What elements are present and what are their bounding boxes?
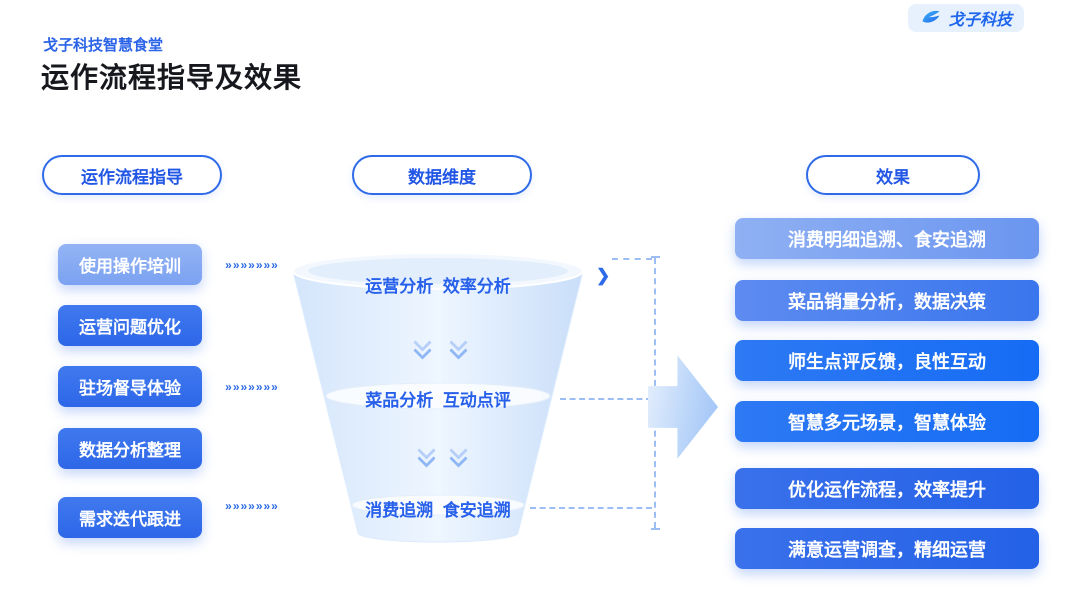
- guidance-item: 驻场督导体验: [58, 366, 202, 407]
- effect-item: 菜品销量分析，数据决策: [735, 280, 1039, 321]
- guidance-item: 数据分析整理: [58, 428, 202, 469]
- data-dimensions-funnel: 运营分析 效率分析 菜品分析 互动点评 消费追溯 食安追溯: [288, 246, 588, 558]
- effects-header-pill: 效果: [806, 155, 980, 195]
- chevrons-down-icon: [417, 441, 436, 468]
- funnel-graphic: [292, 252, 584, 543]
- chevrons-down-icon: [449, 441, 468, 468]
- flow-chevrons-icon: »»»»»»»: [225, 258, 279, 272]
- guidance-item: 使用操作培训: [58, 244, 202, 285]
- page-subtitle: 戈子科技智慧食堂: [43, 37, 164, 54]
- big-right-arrow-icon: [648, 355, 718, 459]
- effects-column: 消费明细追溯、食安追溯 菜品销量分析，数据决策 师生点评反馈，良性互动 智慧多元…: [735, 0, 1039, 606]
- effect-item: 消费明细追溯、食安追溯: [735, 218, 1039, 259]
- guidance-item: 需求迭代跟进: [58, 497, 202, 538]
- arrow-right-icon: ❯: [596, 266, 611, 285]
- flow-chevrons-icon: »»»»»»»: [225, 380, 279, 394]
- guidance-header-pill: 运作流程指导: [42, 155, 222, 195]
- dimensions-header-pill: 数据维度: [352, 155, 532, 195]
- logo-icon: [922, 10, 940, 23]
- page-title: 运作流程指导及效果: [41, 62, 303, 93]
- flow-chevrons-icon: »»»»»»»: [225, 499, 279, 513]
- logo-text: 戈子科技: [947, 12, 1012, 29]
- effect-item: 优化运作流程，效率提升: [735, 468, 1039, 509]
- dotted-connector: [560, 398, 652, 400]
- dotted-connector: [612, 258, 652, 260]
- guidance-item: 运营问题优化: [58, 305, 202, 346]
- effect-item: 智慧多元场景，智慧体验: [735, 401, 1039, 442]
- effect-item: 满意运营调查，精细运营: [735, 528, 1039, 569]
- logo: 戈子科技: [907, 4, 1024, 32]
- funnel-tier-label: 运营分析 效率分析: [365, 277, 511, 296]
- guidance-column: 使用操作培训 运营问题优化 驻场督导体验 数据分析整理 需求迭代跟进: [58, 0, 202, 606]
- funnel-tier-label: 菜品分析 互动点评: [365, 391, 511, 410]
- effect-item: 师生点评反馈，良性互动: [735, 340, 1039, 381]
- chevrons-down-icon: [449, 333, 468, 360]
- dotted-connector: [530, 507, 652, 509]
- chevrons-down-icon: [413, 333, 432, 360]
- funnel-tier-label: 消费追溯 食安追溯: [365, 501, 511, 520]
